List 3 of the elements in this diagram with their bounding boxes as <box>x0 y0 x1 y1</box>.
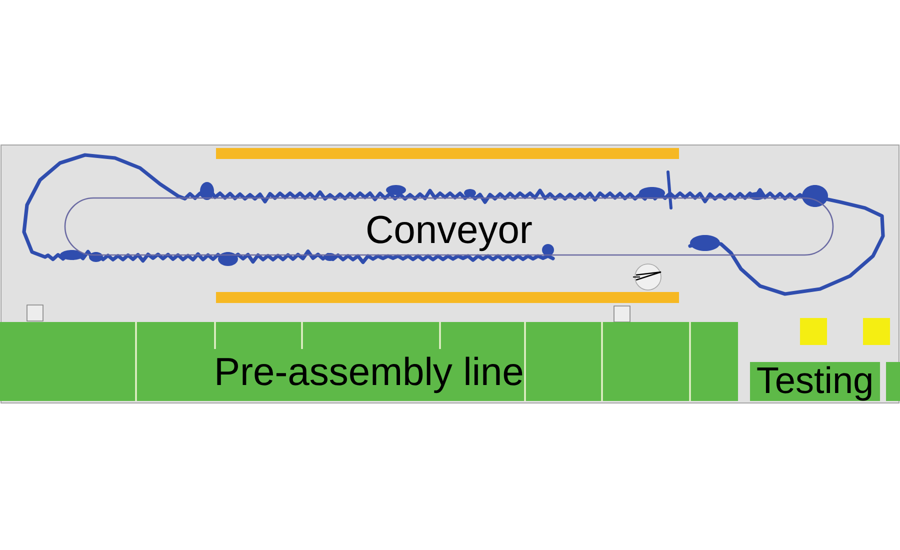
station-box <box>886 362 900 401</box>
workstation-row: Pre-assembly line <box>0 322 738 401</box>
station-box: Testing <box>750 362 880 401</box>
